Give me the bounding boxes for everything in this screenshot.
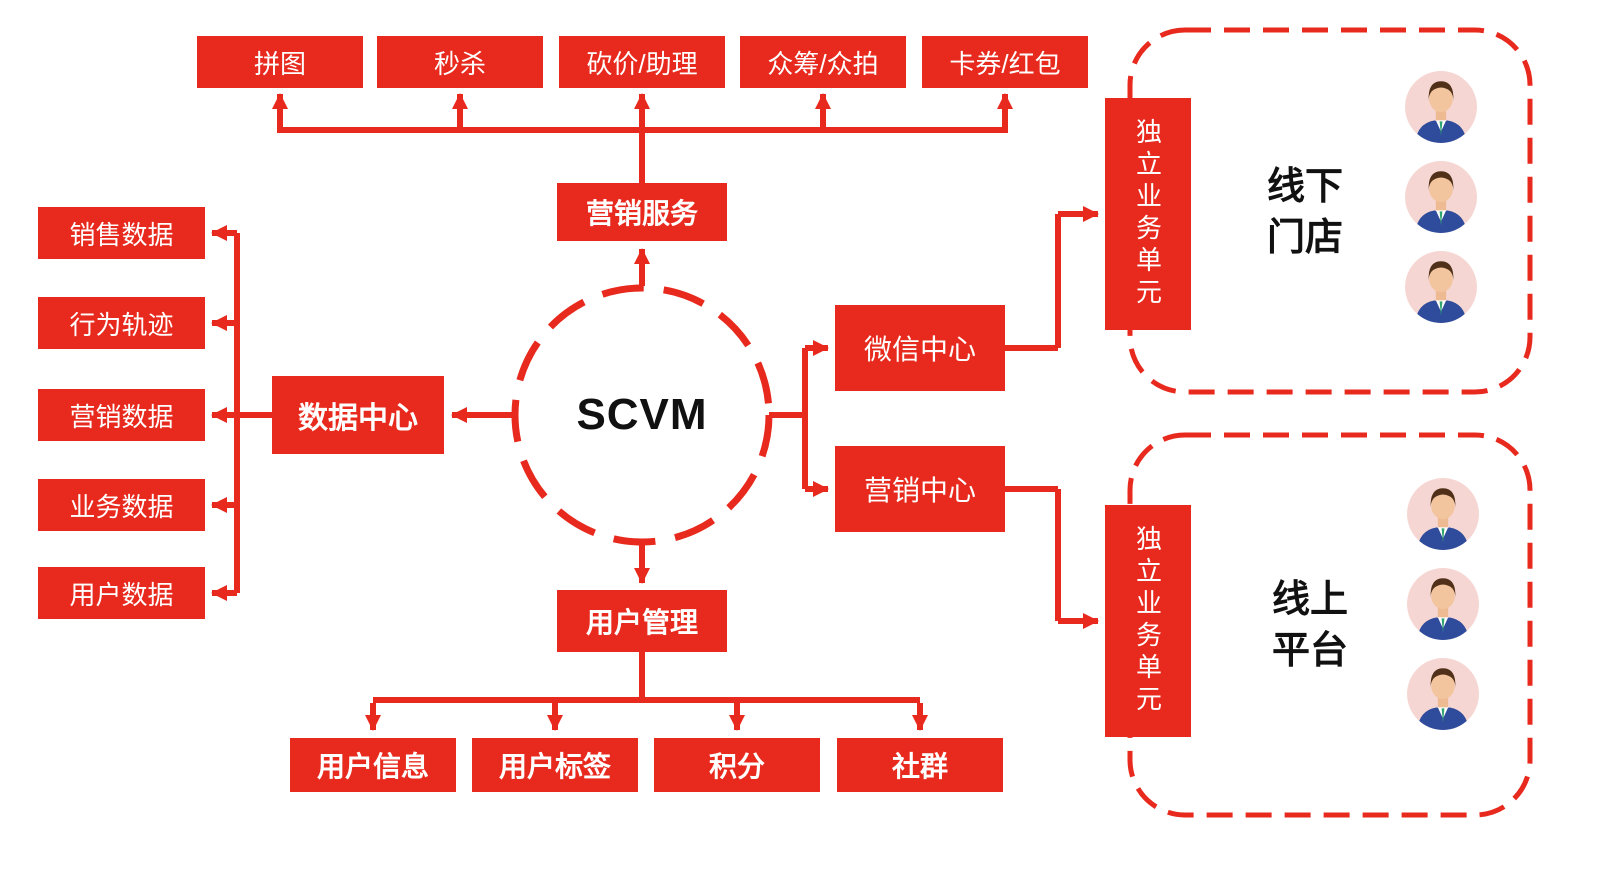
staff-avatar-icon (1404, 250, 1478, 324)
staff-avatar-icon (1406, 567, 1480, 641)
staff-avatar-icon (1406, 657, 1480, 731)
marketing-item: 砍价/助理 (559, 36, 725, 88)
user-item: 用户信息 (290, 738, 456, 792)
online-platform-group: 线上 平台 (1130, 435, 1530, 815)
online-platform-label: 线上 平台 (1271, 579, 1348, 673)
user-item: 社群 (837, 738, 1003, 792)
data-item: 行为轨迹 (38, 297, 205, 349)
data-item: 业务数据 (38, 479, 205, 531)
marketing-services-hub: 营销服务 (557, 183, 727, 241)
data-center-hub: 数据中心 (272, 376, 444, 454)
data-item: 营销数据 (38, 389, 205, 441)
user-item: 用户标签 (472, 738, 638, 792)
user-management-hub: 用户管理 (557, 590, 727, 652)
business-unit-offline: 独立业务单元 (1105, 98, 1191, 330)
staff-avatar-icon (1404, 70, 1478, 144)
user-item: 积分 (654, 738, 820, 792)
marketing-item: 拼图 (197, 36, 363, 88)
data-item: 用户数据 (38, 567, 205, 619)
wechat-center-node: 微信中心 (835, 305, 1005, 391)
staff-avatar-icon (1404, 160, 1478, 234)
marketing-item: 卡券/红包 (922, 36, 1088, 88)
marketing-center-node: 营销中心 (835, 446, 1005, 532)
scvm-core: SCVM (576, 390, 708, 439)
data-item: 销售数据 (38, 207, 205, 259)
offline-store-group: 线下 门店 (1130, 30, 1530, 392)
staff-avatar-icon (1406, 477, 1480, 551)
business-unit-online: 独立业务单元 (1105, 505, 1191, 737)
marketing-item: 秒杀 (377, 36, 543, 88)
offline-store-label: 线下 门店 (1266, 166, 1343, 260)
marketing-item: 众筹/众拍 (740, 36, 906, 88)
